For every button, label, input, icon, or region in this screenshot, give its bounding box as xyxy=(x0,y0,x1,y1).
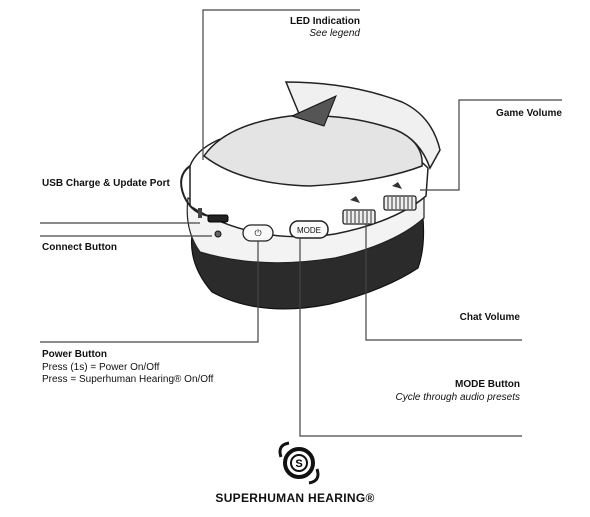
leader-power xyxy=(40,241,259,343)
power-button-title: Power Button xyxy=(42,349,107,360)
leader-chat xyxy=(365,224,522,341)
led-indication-note: See legend xyxy=(309,28,360,39)
usb-port xyxy=(207,214,229,223)
mode-button xyxy=(289,220,329,239)
game-icon-mark xyxy=(392,182,402,189)
earcup-cap xyxy=(202,114,423,187)
leader-game xyxy=(420,99,562,191)
chat-wheel-ribs xyxy=(346,211,372,223)
superhuman-hearing-logo-icon: S xyxy=(278,441,320,485)
brand-triangle xyxy=(290,95,337,127)
mode-button-label: MODE xyxy=(297,226,321,235)
mode-button-note: Cycle through audio presets xyxy=(395,392,520,403)
chat-icon-mark xyxy=(350,196,360,203)
led-indication-title: LED Indication xyxy=(290,16,360,27)
game-wheel-ribs xyxy=(387,197,413,209)
power-button-line2: Press = Superhuman Hearing® On/Off xyxy=(42,374,214,385)
game-volume-title: Game Volume xyxy=(496,108,562,119)
power-button-line1: Press (1s) = Power On/Off xyxy=(42,362,160,373)
svg-text:S: S xyxy=(295,458,302,470)
leader-led xyxy=(202,9,360,160)
led-indicator xyxy=(198,208,202,218)
leader-mode xyxy=(299,238,522,437)
usb-port-title: USB Charge & Update Port xyxy=(42,178,170,189)
connect-button-title: Connect Button xyxy=(42,242,117,253)
chat-volume-title: Chat Volume xyxy=(459,312,520,323)
superhuman-hearing-wordmark: SUPERHUMAN HEARING® xyxy=(215,491,375,505)
mode-button-title: MODE Button xyxy=(455,379,520,390)
power-icon: ⏻ xyxy=(254,228,261,239)
connect-button xyxy=(214,230,222,238)
